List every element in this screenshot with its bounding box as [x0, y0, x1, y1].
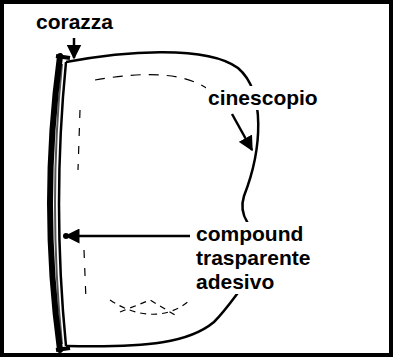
inner-line [95, 75, 215, 95]
armour-shield [50, 56, 60, 350]
inner-line [110, 300, 190, 315]
leader-line [232, 114, 252, 150]
frame [2, 2, 391, 355]
part-label: cinescopio [206, 86, 320, 110]
part-label: corazza [34, 10, 115, 34]
leader-line [73, 38, 76, 58]
tube-face [59, 62, 66, 346]
leader-line [66, 235, 190, 238]
picture-tube [66, 52, 330, 346]
inner-line [78, 110, 86, 300]
part-label: compound trasparente adesivo [194, 222, 338, 294]
leader-dot [63, 233, 69, 239]
shield-rim [56, 56, 70, 350]
